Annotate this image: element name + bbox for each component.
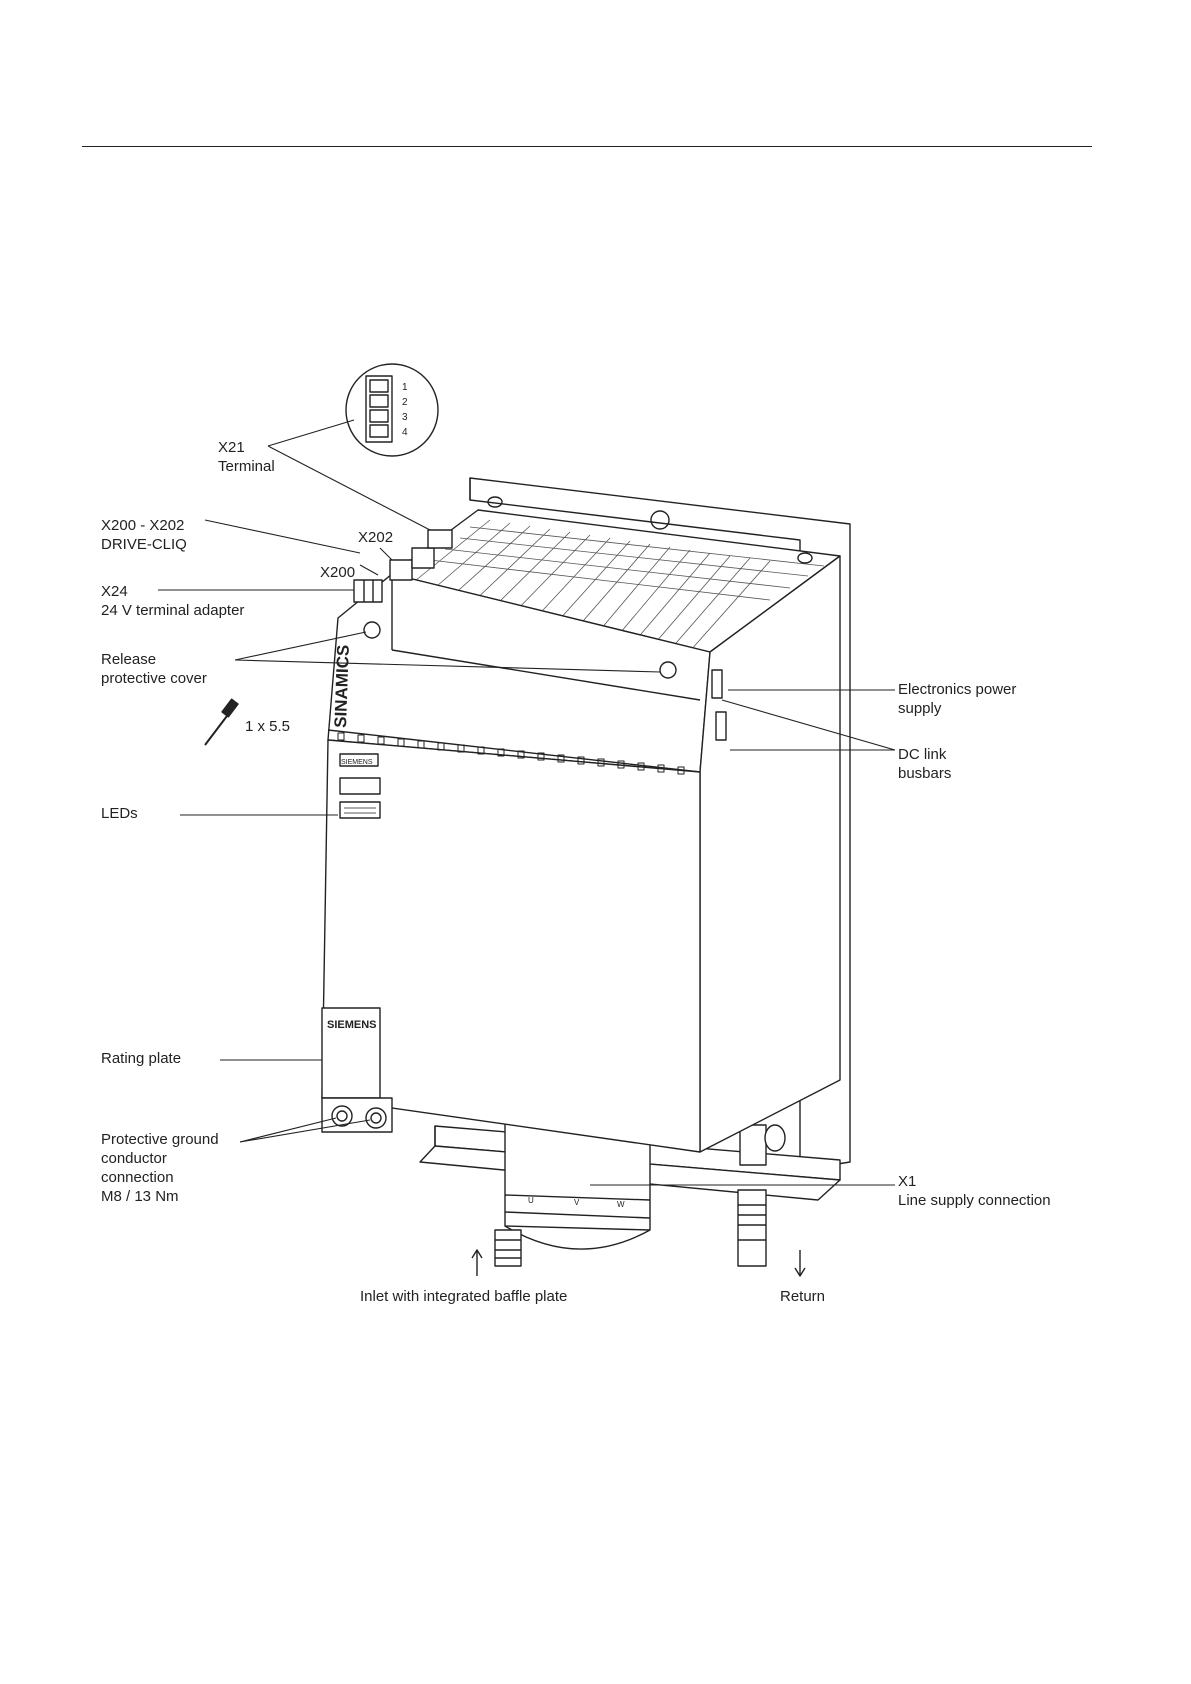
terminal-pin-3: 3 [402, 412, 408, 423]
leader-lines [158, 419, 896, 1186]
heatsink [391, 509, 841, 653]
x21-connector [427, 529, 453, 549]
label-electronics-power-supply: Electronics power supply [898, 681, 1017, 717]
return-pipe [737, 1124, 786, 1267]
label-x200-x202-drive-cliq: X200 - X202 DRIVE-CLIQ [101, 517, 187, 553]
screwdriver-icon [204, 698, 239, 746]
label-rating-plate: Rating plate [101, 1050, 182, 1067]
logo-plate-top [339, 753, 379, 767]
label-x1-line-supply: X1 Line supply connection [898, 1173, 1051, 1209]
brand-vertical: SINAMICS [331, 644, 353, 728]
label-x200: X200 [320, 564, 356, 581]
front-lower-panel [321, 739, 701, 1153]
logo-bottom: SIEMENS [327, 1019, 377, 1031]
display-window [339, 777, 381, 795]
label-inlet: Inlet with integrated baffle plate [360, 1288, 568, 1305]
terminal-pin-1: 1 [402, 382, 408, 393]
terminal-box [504, 1119, 651, 1250]
connector-row [337, 732, 685, 775]
label-leds: LEDs [101, 805, 138, 822]
phase-u: U [528, 1196, 534, 1205]
inlet-pipe [494, 1229, 522, 1267]
label-dc-link-busbars: DC link busbars [898, 746, 952, 782]
phase-w: W [617, 1200, 625, 1209]
right-side-panel [699, 555, 841, 1153]
x200-connector [389, 547, 435, 581]
x21-terminal-detail: 1 2 3 4 [345, 363, 439, 457]
inlet-arrow [471, 1249, 483, 1276]
label-release-protective-cover: Release protective cover [101, 651, 207, 687]
label-x202: X202 [358, 529, 394, 546]
logo-top: SIEMENS [341, 759, 373, 766]
terminal-pin-4: 4 [402, 427, 408, 438]
dc-link-busbars [711, 669, 727, 741]
x24-connector [353, 579, 383, 603]
label-x21-terminal: X21 Terminal [218, 439, 275, 475]
led-panel [339, 801, 381, 819]
release-screw-right [659, 661, 677, 679]
return-arrow [794, 1250, 806, 1277]
label-screwdriver-size: 1 x 5.5 [245, 718, 291, 735]
header-rule [82, 146, 1092, 147]
label-return: Return [780, 1288, 826, 1305]
rating-plate-box [321, 1007, 381, 1099]
label-x24-terminal-adapter: X24 24 V terminal adapter [101, 583, 245, 619]
terminal-pin-2: 2 [402, 397, 408, 408]
phase-v: V [574, 1198, 580, 1207]
release-screw-left [363, 621, 381, 639]
label-protective-ground: Protective ground conductor connection M… [101, 1131, 219, 1205]
